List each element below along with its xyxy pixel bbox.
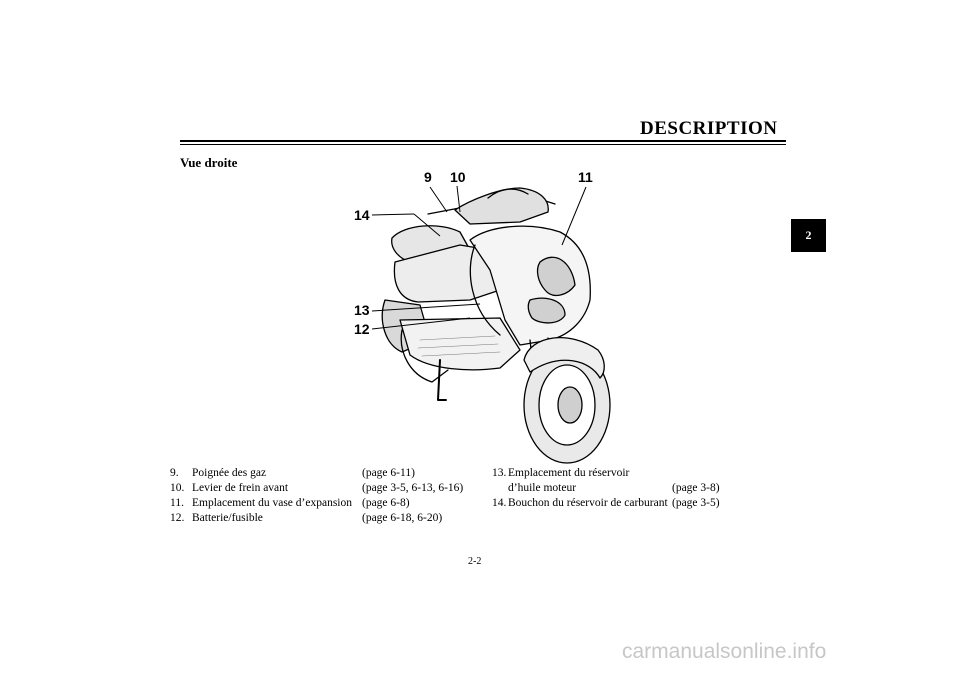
legend-label: d’huile moteur xyxy=(508,482,577,494)
legend-page: (page 3-5) xyxy=(672,497,720,509)
legend-num: 10. xyxy=(170,482,185,494)
legend-page: (page 3-8) xyxy=(672,482,720,494)
legend-item: 9. Poignée des gaz (page 6-11) xyxy=(170,466,463,481)
header-rule-thin xyxy=(180,144,786,145)
legend-item: 12. Batterie/fusible (page 6-18, 6-20) xyxy=(170,511,463,526)
page-number: 2-2 xyxy=(468,556,482,567)
watermark: carmanualsonline.info xyxy=(622,640,827,663)
legend-num: 12. xyxy=(170,512,185,524)
legend-right: 13. Emplacement du réservoir d’huile mot… xyxy=(492,466,720,511)
legend-num: 11. xyxy=(170,497,184,509)
callout-9: 9 xyxy=(424,169,432,185)
legend-label: Poignée des gaz xyxy=(192,467,267,479)
chapter-tab[interactable]: 2 xyxy=(791,219,826,252)
legend-item: 10. Levier de frein avant (page 3-5, 6-1… xyxy=(170,481,463,496)
section-title: Vue droite xyxy=(180,155,238,170)
legend-item: 13. Emplacement du réservoir xyxy=(492,466,720,481)
callout-11: 11 xyxy=(578,169,593,185)
legend-num: 9. xyxy=(170,467,179,479)
legend-item: d’huile moteur (page 3-8) xyxy=(492,481,720,496)
callout-14: 14 xyxy=(354,207,370,223)
legend-num xyxy=(492,481,508,496)
legend-label: Levier de frein avant xyxy=(192,482,289,494)
legend-num: 14. xyxy=(492,497,507,509)
legend-item: 11. Emplacement du vase d’expansion (pag… xyxy=(170,496,463,511)
legend-page: (page 3-5, 6-13, 6-16) xyxy=(362,482,464,494)
legend-page: (page 6-18, 6-20) xyxy=(362,512,443,524)
legend-item: 14. Bouchon du réservoir de carburant (p… xyxy=(492,496,720,511)
legend-label: Batterie/fusible xyxy=(192,512,263,524)
callout-10: 10 xyxy=(450,169,466,185)
legend-page: (page 6-11) xyxy=(362,467,415,479)
legend-label: Emplacement du réservoir xyxy=(508,467,630,479)
legend-label: Emplacement du vase d’expansion xyxy=(192,497,352,509)
legend-label: Bouchon du réservoir de carburant xyxy=(508,497,668,509)
page-header-title: DESCRIPTION xyxy=(640,118,778,139)
legend-page: (page 6-8) xyxy=(362,497,410,509)
callout-13: 13 xyxy=(354,302,370,318)
header-rule xyxy=(180,140,786,142)
legend-num: 13. xyxy=(492,467,507,479)
callout-12: 12 xyxy=(354,321,370,337)
legend-left: 9. Poignée des gaz (page 6-11) 10. Levie… xyxy=(170,466,463,526)
